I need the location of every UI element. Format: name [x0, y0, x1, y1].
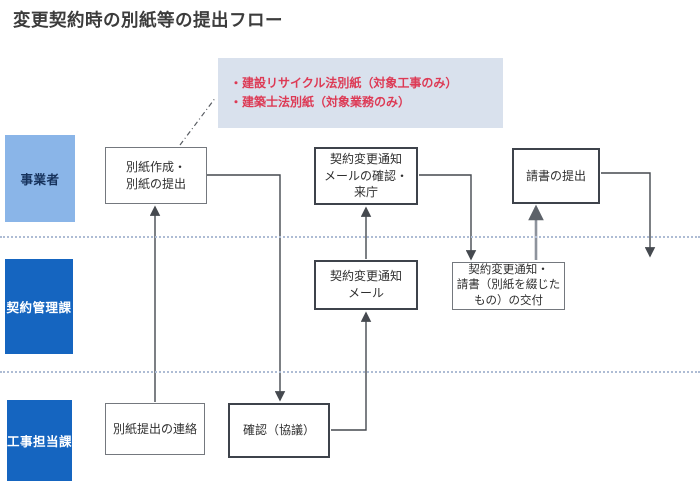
flow-box-attachment-submit-contact: 別紙提出の連絡 [105, 403, 205, 455]
lane-label-contract-management: 契約管理課 [5, 259, 73, 354]
flow-box-notice-and-acceptance-issue: 契約変更通知・ 請書（別紙を綴じた もの）の交付 [452, 262, 565, 310]
page-title: 変更契約時の別紙等の提出フロー [13, 10, 283, 30]
connector-ukesho-to-kanrika [601, 172, 656, 258]
dashed-note-link [179, 96, 217, 146]
lane-label-business: 事業者 [5, 135, 75, 222]
note-box: ・建設リサイクル法別紙（対象工事のみ） ・建築士法別紙（対象業務のみ） [218, 58, 503, 128]
lane-label-construction-dept: 工事担当課 [7, 400, 72, 481]
flow-box-change-notice-mail-confirm: 契約変更通知 メールの確認・ 来庁 [314, 147, 418, 205]
lane-divider-1 [0, 236, 700, 238]
lane-divider-2 [0, 371, 700, 373]
flow-box-change-notice-mail: 契約変更通知 メール [314, 260, 418, 310]
flow-box-attachment-create-submit: 別紙作成・ 別紙の提出 [105, 147, 207, 204]
connector-sakusei-to-kakunin [207, 174, 286, 402]
flow-box-confirm-consult: 確認（協議） [228, 403, 330, 458]
connector-mailkakunin-to-koufu [419, 174, 477, 261]
note-text: ・建設リサイクル法別紙（対象工事のみ） ・建築士法別紙（対象業務のみ） [230, 76, 458, 109]
flow-box-written-acceptance-submit: 請書の提出 [512, 148, 600, 204]
